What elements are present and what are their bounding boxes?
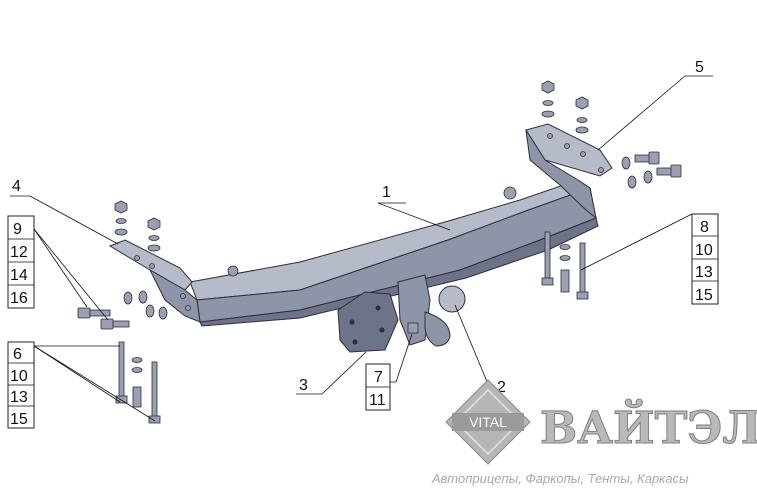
label-part-5: 5	[695, 59, 704, 76]
left-stack-item-3: 14	[10, 267, 28, 284]
left-stack-item-4: 16	[10, 290, 28, 307]
right-stack-item-1: 8	[700, 219, 709, 236]
emblem-text: VITAL	[469, 414, 507, 430]
hex-nut-icon	[114, 200, 128, 214]
left-label-stack: 9 12 14 16	[7, 215, 35, 309]
label-part-4: 4	[12, 178, 21, 195]
right-stack-item-3: 13	[695, 264, 713, 281]
brand-tagline: Автоприцепы, Фаркопы, Тенты, Каркасы	[431, 471, 689, 486]
left-bracket	[108, 239, 201, 323]
right-stack-item-2: 10	[695, 242, 713, 259]
label-part-2: 2	[497, 379, 506, 396]
left-stack-item-1: 9	[13, 221, 22, 238]
left-lower-stack-item-3: 13	[10, 389, 28, 406]
center-label-stack: 7 11	[365, 363, 391, 411]
center-stack-item-2: 11	[369, 392, 386, 409]
beam-nuts	[227, 186, 517, 277]
leader-lines	[10, 75, 713, 422]
crossbar-beam	[189, 179, 599, 327]
label-part-1: 1	[382, 184, 391, 201]
left-lower-stack-item-2: 10	[10, 368, 28, 385]
center-stack-item-1: 7	[374, 369, 383, 386]
left-stack-item-2: 12	[10, 244, 28, 261]
left-fasteners	[77, 200, 168, 424]
right-label-stack: 8 10 13 15	[691, 213, 719, 305]
label-part-3: 3	[299, 377, 308, 394]
brand-name: ВАЙТЭЛ	[540, 398, 757, 454]
right-stack-item-4: 15	[695, 287, 713, 304]
brand-logo: VITAL ВАЙТЭЛ Автоприцепы, Фаркопы, Тенты…	[431, 379, 757, 486]
left-lower-stack-item-1: 6	[13, 346, 22, 363]
tow-ball-mount	[337, 274, 466, 353]
right-fasteners	[541, 80, 682, 300]
right-bracket	[525, 123, 613, 220]
left-lower-stack-item-4: 15	[10, 411, 28, 428]
left-lower-label-stack: 6 10 13 15	[7, 341, 35, 429]
callout-labels: 1 4 5 3 2	[12, 59, 704, 396]
